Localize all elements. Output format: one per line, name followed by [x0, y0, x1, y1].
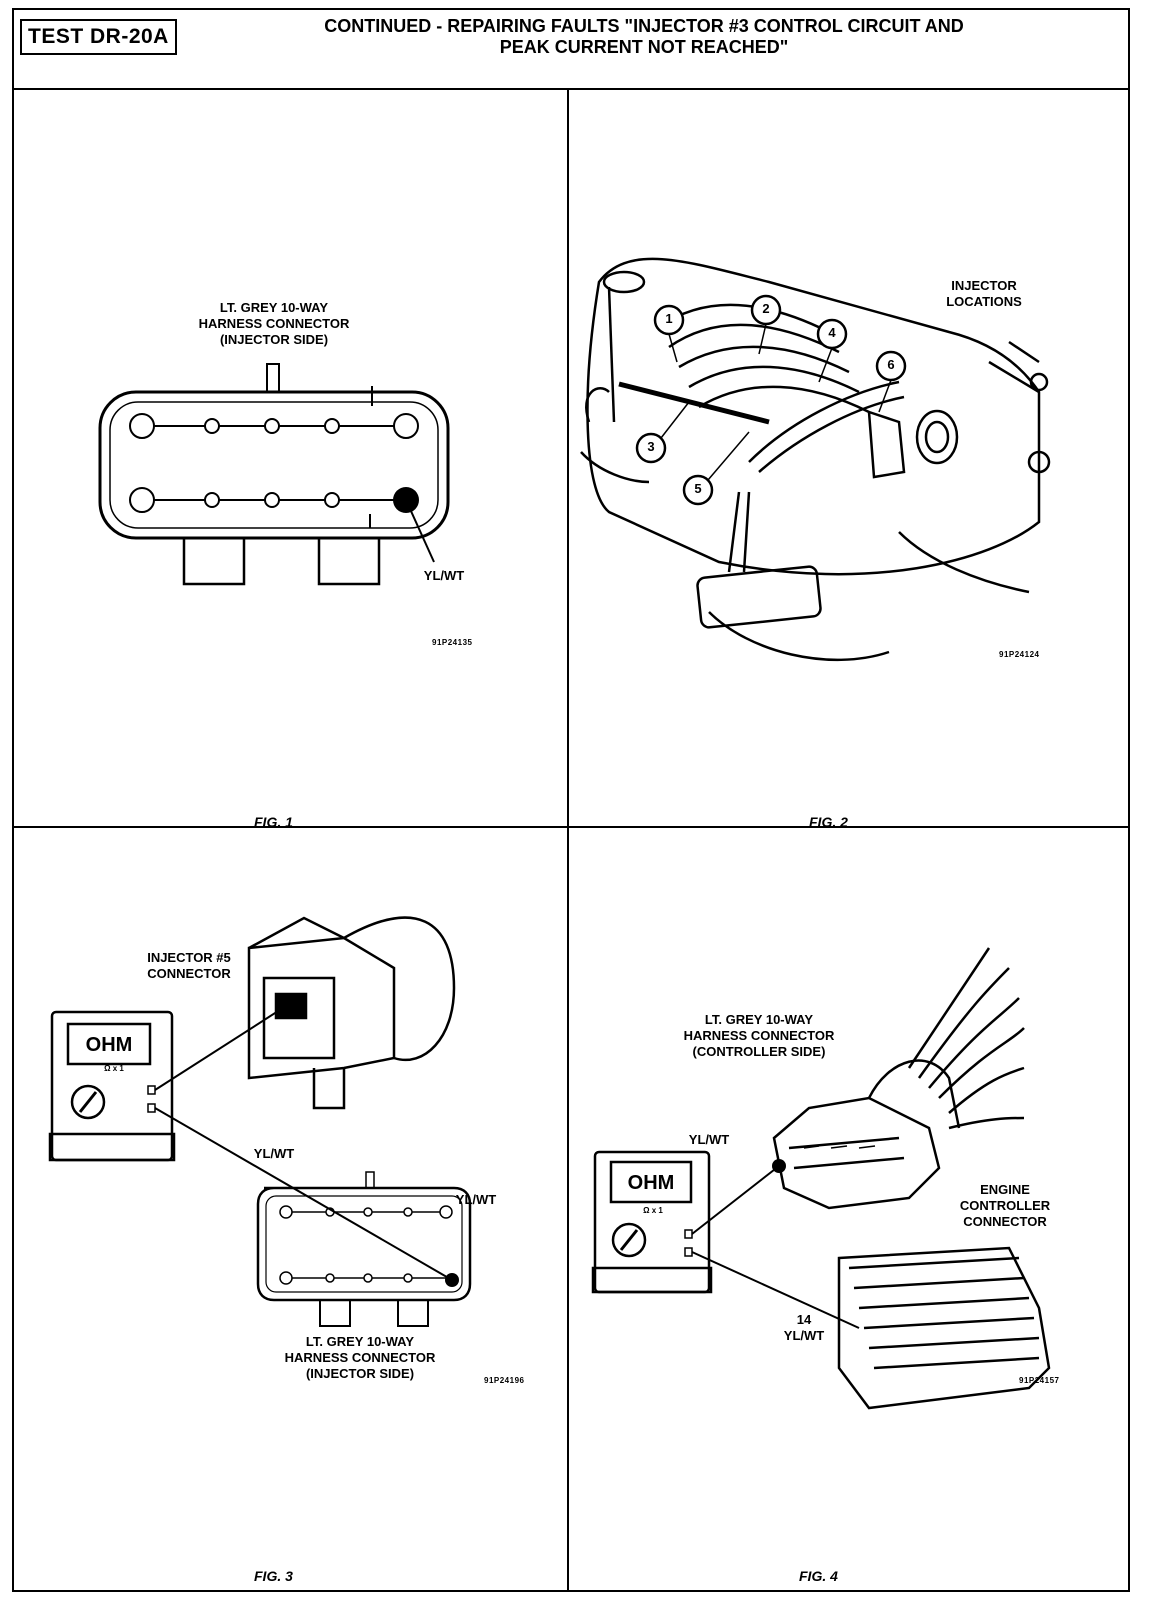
fig1-code: 91P24135: [432, 638, 473, 647]
fig2-panel: 1 2 3 4 5 6 INJECTOR LOCATIONS 91P24124 …: [569, 92, 1130, 830]
fig3-meter-small: Ω x 1: [104, 1064, 124, 1073]
fig4-controller-label: ENGINE CONTROLLER CONNECTOR: [959, 1182, 1051, 1229]
fig3-probe-lead-a: [154, 1005, 287, 1091]
page-frame: TEST DR-20A CONTINUED - REPAIRING FAULTS…: [12, 8, 1130, 1592]
fig4-wire-label: YL/WT: [688, 1132, 730, 1147]
fig3-caption: FIG. 3: [254, 1568, 293, 1584]
fig4-caption: FIG. 4: [799, 1568, 838, 1584]
header-title: CONTINUED - REPAIRING FAULTS "INJECTOR #…: [224, 16, 1064, 58]
fig4-panel: OHM Ω x 1 LT. GREY 10-WAY HARNESS CONNEC…: [569, 828, 1130, 1592]
horizontal-divider: [14, 826, 1128, 828]
fig3-meter-display: OHM: [85, 1034, 133, 1056]
fig1-panel: LT. GREY 10-WAY HARNESS CONNECTOR (INJEC…: [14, 92, 566, 830]
fig3-wire-label-a: YL/WT: [253, 1146, 295, 1161]
header: TEST DR-20A CONTINUED - REPAIRING FAULTS…: [14, 10, 1128, 90]
fig4-meter-display: OHM: [627, 1172, 675, 1194]
fig3-drawing: [48, 916, 472, 1327]
fig2-locations-label: INJECTOR LOCATIONS: [946, 278, 1022, 309]
fig4-drawing: [591, 947, 1051, 1410]
test-id-box: TEST DR-20A: [20, 19, 177, 55]
fig4-meter-display-box: [609, 1160, 693, 1204]
fig3-code: 91P24196: [484, 1376, 525, 1385]
fig2-caption: FIG. 2: [809, 814, 848, 830]
fig1-wire-label: YL/WT: [423, 568, 465, 583]
fig2-injector-2-label: 2: [762, 301, 770, 316]
fig2-injector-5-marker: [682, 474, 714, 506]
fig2-code: 91P24124: [999, 650, 1040, 659]
fig2-injector-1-label: 1: [665, 311, 673, 326]
fig4-probe-lead-b: [691, 1251, 860, 1329]
fig3-meter-display-box: [66, 1022, 152, 1066]
fig2-injector-3-marker: [635, 432, 667, 464]
fig3-panel: OHM Ω x 1 INJECTOR #5 CONNECTOR YL/WT YL…: [14, 828, 566, 1592]
header-title-line2: PEAK CURRENT NOT REACHED": [499, 37, 789, 57]
fig4-harness-label: LT. GREY 10-WAY HARNESS CONNECTOR (CONTR…: [683, 1012, 835, 1059]
fig3-probe-lead-b: [154, 1107, 453, 1281]
fig4-meter-small: Ω x 1: [643, 1206, 663, 1215]
fig1-connector-drawing: [98, 363, 450, 586]
vertical-divider: [567, 90, 569, 1592]
fig2-engine-drawing: [580, 257, 1051, 662]
header-title-line1: CONTINUED - REPAIRING FAULTS "INJECTOR #…: [324, 16, 964, 36]
fig1-connector-label: LT. GREY 10-WAY HARNESS CONNECTOR (INJEC…: [198, 300, 350, 347]
fig4-pin-label: 14 YL/WT: [783, 1312, 825, 1343]
fig1-caption: FIG. 1: [254, 814, 293, 830]
fig2-injector-4-label: 4: [828, 325, 836, 340]
fig4-code: 91P24157: [1019, 1376, 1060, 1385]
fig2-injector-3-label: 3: [647, 439, 655, 454]
fig2-injector-5-label: 5: [694, 481, 702, 496]
fig3-wire-label-b: YL/WT: [455, 1192, 497, 1207]
fig4-probe-lead-a: [691, 1165, 780, 1235]
fig3-harness-label: LT. GREY 10-WAY HARNESS CONNECTOR (INJEC…: [284, 1334, 436, 1381]
fig2-injector-6-label: 6: [887, 357, 895, 372]
fig3-injector-label: INJECTOR #5 CONNECTOR: [147, 950, 231, 981]
